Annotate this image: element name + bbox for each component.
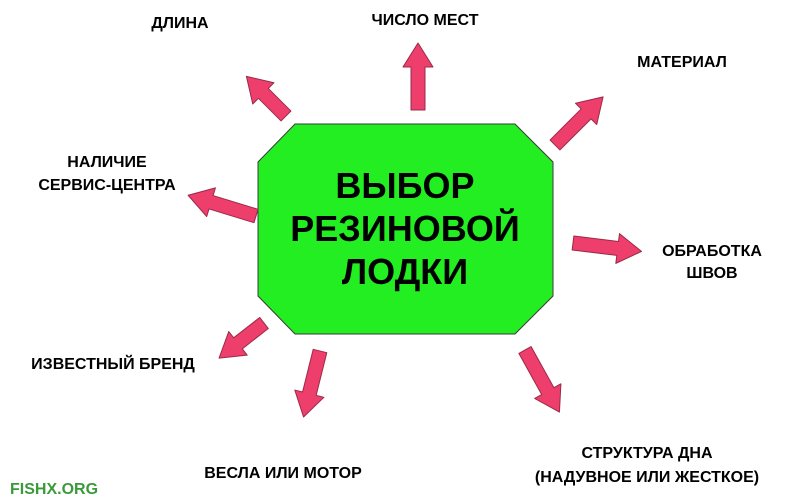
center-title-line-1: ВЫБОР <box>335 165 474 206</box>
arrow-length-icon <box>245 75 292 122</box>
arrow-seams-icon <box>571 233 642 264</box>
node-bottom-label-line-1: СТРУКТУРА ДНА <box>581 445 712 462</box>
watermark-label: FISHX.ORG <box>10 481 98 498</box>
center-octagon <box>257 123 554 335</box>
node-oars-label: ВЕСЛА ИЛИ МОТОР <box>204 465 362 482</box>
node-seams-label-line-1: ОБРАБОТКА <box>662 243 762 260</box>
arrow-oars-icon <box>294 348 328 418</box>
node-length-label: ДЛИНА <box>151 15 209 32</box>
arrow-service-icon <box>187 187 259 224</box>
arrow-brand-icon <box>218 316 269 359</box>
node-seams-label-line-2: ШВОВ <box>686 265 737 282</box>
arrow-seats-icon <box>402 42 434 111</box>
center-title-line-3: ЛОДКИ <box>342 251 468 292</box>
node-material-label: МАТЕРИАЛ <box>637 54 727 71</box>
center-title-line-2: РЕЗИНОВОЙ <box>290 207 519 249</box>
arrow-bottom-icon <box>518 346 562 413</box>
arrow-material-icon <box>549 96 604 151</box>
node-brand-label: ИЗВЕСТНЫЙ БРЕНД <box>31 354 195 373</box>
node-service-label-line-2: СЕРВИС-ЦЕНТРА <box>38 177 176 194</box>
node-bottom-label-line-2: (НАДУВНОЕ ИЛИ ЖЕСТКОЕ) <box>535 469 759 486</box>
node-seats-label: ЧИСЛО МЕСТ <box>372 12 479 29</box>
node-service-label-line-1: НАЛИЧИЕ <box>67 154 147 171</box>
